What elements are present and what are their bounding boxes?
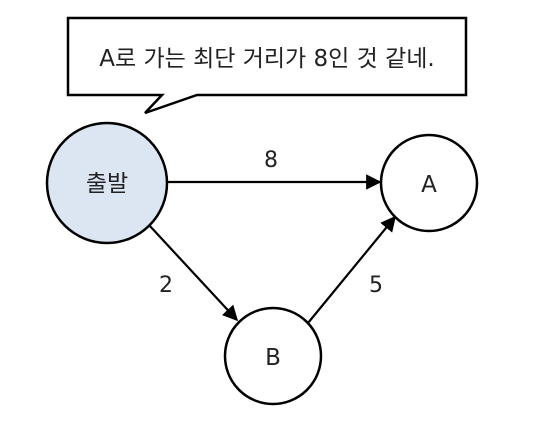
edge-start-to-b: 2: [148, 224, 239, 322]
node-b-circle: [223, 306, 323, 406]
node-start-label: 출발: [86, 171, 128, 197]
node-b: B: [223, 306, 323, 406]
node-start-circle: [45, 121, 169, 245]
node-a-circle: [379, 133, 479, 233]
node-a-label: A: [421, 172, 437, 198]
edge-b-to-a: 5: [307, 215, 396, 324]
edge-weight-label: 5: [369, 273, 383, 298]
node-a: A: [379, 133, 479, 233]
edge-weight-label: 8: [264, 148, 278, 173]
node-start: 출발: [45, 121, 169, 245]
speech-bubble: A로 가는 최단 거리가 8인 것 같네.: [66, 16, 468, 115]
speech-bubble-text: A로 가는 최단 거리가 8인 것 같네.: [99, 46, 434, 72]
edge-start-to-a: 8: [164, 148, 382, 190]
node-b-label: B: [265, 345, 281, 371]
edge-weight-label: 2: [159, 273, 173, 298]
speech-bubble-shape: [66, 16, 468, 115]
edge-line: [148, 224, 239, 322]
edge-line: [307, 215, 396, 324]
